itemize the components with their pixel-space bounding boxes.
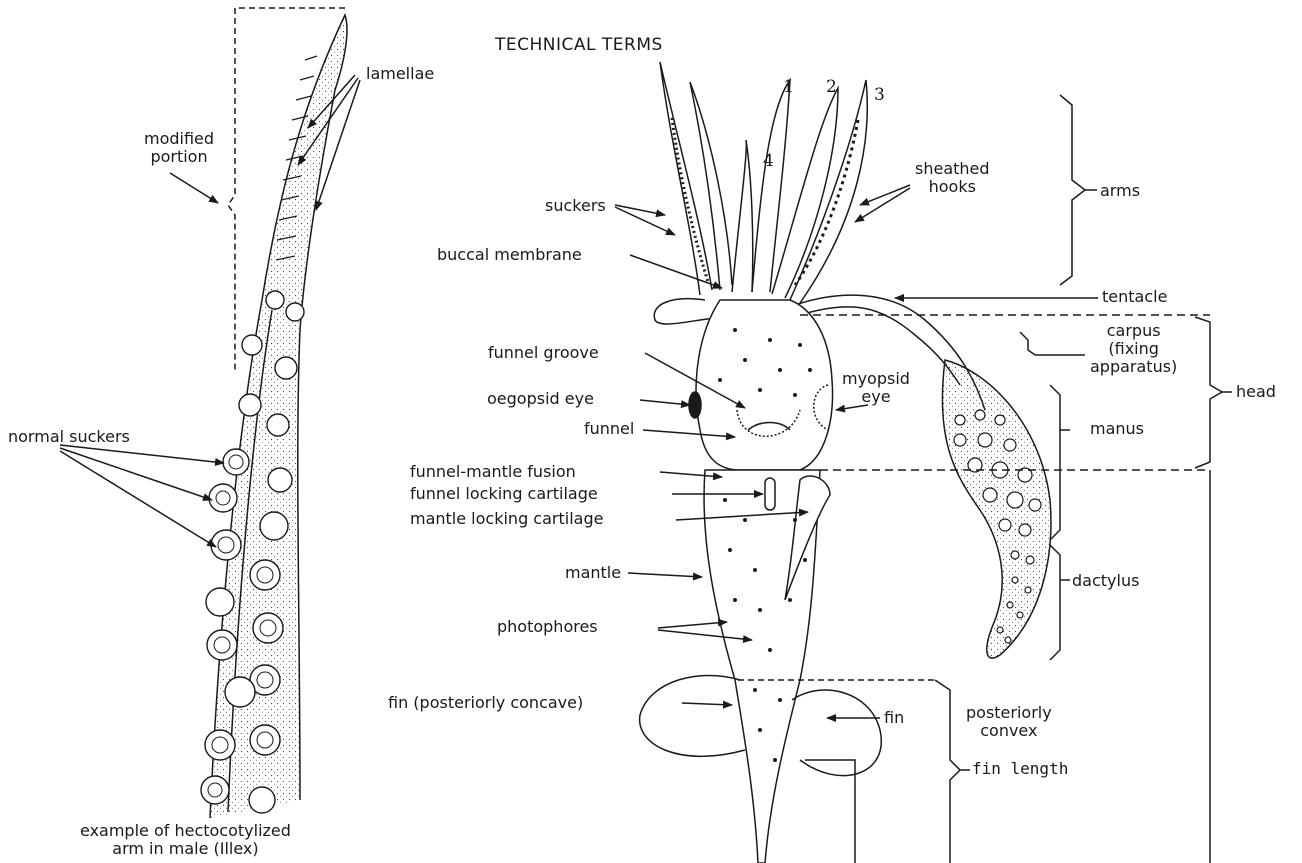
label-dactylus: dactylus [1072,572,1139,590]
photophores-arrow-1 [658,622,727,628]
squid-arms [660,62,867,303]
label-carpus: carpus (fixing apparatus) [1090,322,1177,376]
label-suckers: suckers [545,197,606,215]
label-funnel-groove: funnel groove [488,344,599,362]
label-funnel: funnel [584,420,634,438]
label-manus: manus [1090,420,1144,438]
arm-number-2: 2 [826,78,837,96]
sheathed-hooks-arrow-1 [860,185,910,205]
label-head: head [1236,383,1276,401]
label-oegopsid-eye: oegopsid eye [487,390,594,408]
label-mantle-locking-cartilage: mantle locking cartilage [410,510,603,528]
fin-right [792,690,881,776]
fin-length-bracket [935,680,960,863]
label-myopsid-eye: myopsid eye [842,370,910,406]
diagram-title: TECHNICAL TERMS [495,36,663,54]
label-normal-suckers: normal suckers [8,428,130,446]
dactylus-bracket [1050,545,1060,660]
label-fin-length: fin length [972,760,1068,778]
squid-head [696,300,832,470]
label-lamellae: lamellae [366,65,434,83]
label-funnel-mantle-fusion: funnel-mantle fusion [410,463,576,481]
label-arms: arms [1100,182,1140,200]
arm-number-3: 3 [874,86,885,104]
label-photophores: photophores [497,618,598,636]
fin-left [640,675,745,756]
arm-number-1: 1 [783,78,794,96]
sheathed-hooks-arrow-2 [855,188,910,222]
oegopsid-eye-arrow [640,400,690,405]
fin-concave-arrow [682,703,732,705]
modified-portion-arrow [170,173,218,203]
normal-suckers-arrow-1 [60,445,224,463]
label-fin: fin [884,709,904,727]
label-fin-posteriorly-concave: fin (posteriorly concave) [388,694,583,712]
label-buccal-membrane: buccal membrane [437,246,582,264]
label-modified-portion: modified portion [144,130,214,166]
funnel-cartilage-shape [765,478,775,510]
label-sheathed-hooks: sheathed hooks [915,160,990,196]
carpus-bracket [1020,332,1035,355]
mantle-arrow [628,573,702,577]
oegopsid-eye-shape [689,392,701,418]
label-tentacle: tentacle [1102,288,1167,306]
arms-brace [1060,95,1085,285]
normal-suckers-arrow-2 [60,448,212,500]
left-figure-caption: example of hectocotylized arm in male (I… [80,822,291,858]
head-brace [1195,317,1222,468]
label-posteriorly-convex: posteriorly convex [966,704,1052,740]
label-mantle: mantle [565,564,621,582]
normal-suckers-arrow-3 [60,451,216,547]
sucker-row-left [672,118,708,282]
arm-number-4: 4 [763,152,774,170]
label-funnel-locking-cartilage: funnel locking cartilage [410,485,598,503]
